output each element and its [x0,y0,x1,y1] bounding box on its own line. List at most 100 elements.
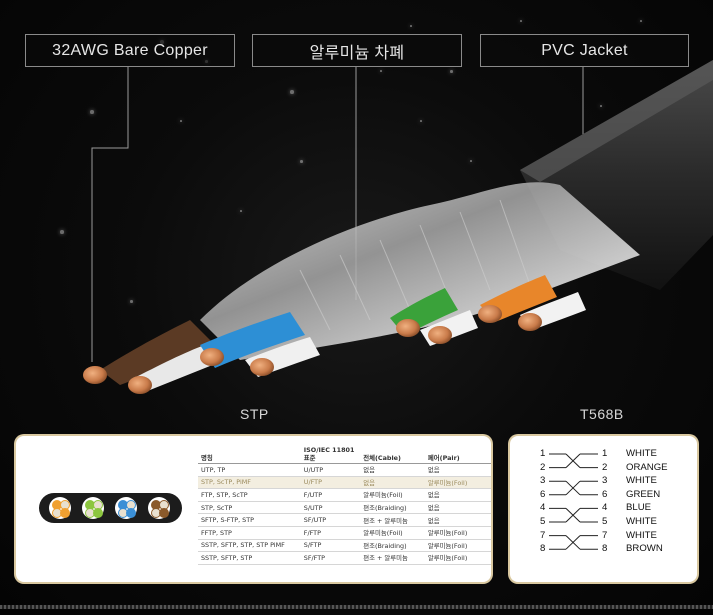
sparkle [240,210,242,212]
table-cell: U/FTP [300,476,361,490]
sparkle [290,90,294,94]
pin-left-number: 7 [540,529,546,541]
table-cell: F/UTP [300,488,361,502]
pair-icon-strip [39,493,182,523]
wire-line [565,453,581,468]
pin-color-label: WHITE [626,529,657,541]
table-cell: 알루미늄(Foil) [360,488,425,502]
sparkle [300,160,303,163]
brown-pair-icon [148,497,170,519]
table-cell: FFTP, STP [198,526,301,540]
table-cell: 없음 [424,488,491,502]
sparkle [470,160,472,162]
pin-left-number: 6 [540,488,546,500]
table-cell: SSTP, SFTP, STP, STP PiMF [198,539,301,553]
copper-leader [91,66,129,362]
pin-color-label: WHITE [626,448,657,459]
pin-right-number: 3 [602,475,608,487]
table-cell: F/FTP [300,526,361,540]
pin-color-label: WHITE [626,475,657,487]
pin-left-number: 2 [540,461,546,473]
table-cell: 알루미늄(Foil) [360,526,425,540]
table-cell: 없음 [424,463,491,477]
sparkle [410,25,412,27]
sparkle [420,120,422,122]
table-cell: 편조 + 알루미늄 [360,551,425,565]
brown-pair [100,320,215,385]
col-iso-header: ISO/IEC 11801 표준 [300,445,361,464]
pin-right-number: 2 [602,461,608,473]
table-cell: S/FTP [300,539,361,553]
bottom-rule [0,605,713,609]
table-cell: 알루미늄(Foil) [424,539,491,553]
sparkle [520,20,522,22]
table-cell: STP, ScTP, PiMF [198,476,301,490]
t568b-caption: T568B [580,406,624,422]
table-cell: U/UTP [300,463,361,477]
table-cell: SSTP, SFTP, STP [198,551,301,565]
table-cell: S/UTP [300,501,361,515]
pin-color-label: ORANGE [626,461,668,473]
pin-right-number: 4 [602,502,608,514]
cable-types-table: 명칭 ISO/IEC 11801 표준 전체(Cable) 페어(Pair) U… [198,445,491,565]
table-header-row: 명칭 ISO/IEC 11801 표준 전체(Cable) 페어(Pair) [198,445,491,464]
wire-line [565,480,581,496]
wire-dot [159,508,169,518]
sparkle [90,110,94,114]
table-cell: UTP, TP [198,463,301,477]
table-cell: 없음 [360,463,425,477]
pin-color-label: WHITE [626,516,657,527]
pin-left-number: 4 [540,502,546,514]
table-cell: 편조(Braiding) [360,539,425,553]
cable-types-panel: 명칭 ISO/IEC 11801 표준 전체(Cable) 페어(Pair) U… [16,436,491,582]
pin-left-number: 3 [540,475,546,487]
copper-core [83,366,107,384]
pin-right-number: 1 [602,448,608,459]
sparkle [180,120,182,122]
wire-dot [126,508,136,518]
wiring-diagram [549,453,598,550]
wire-dot [93,508,103,518]
table-cell: 알루미늄(Foil) [424,551,491,565]
col-name-header: 명칭 [198,445,301,464]
table-cell: 알루미늄(Foil) [424,526,491,540]
pin-right-number: 8 [602,543,608,555]
sparkle [130,300,133,303]
table-cell: 없음 [424,513,491,527]
blue-pair-icon [115,497,137,519]
wire-dot [60,508,70,518]
copper-label: 32AWG Bare Copper [25,34,235,67]
orange-pair-icon [49,497,71,519]
table-cell: SF/FTP [300,551,361,565]
table-cell: STP, ScTP [198,501,301,515]
sparkle [640,20,642,22]
blue-pair [200,312,305,368]
col-cable-header: 전체(Cable) [360,445,425,464]
table-cell: 없음 [424,501,491,515]
pin-left-number: 8 [540,543,546,555]
jacket-label: PVC Jacket [480,34,689,67]
col-pair-header: 페어(Pair) [424,445,491,464]
table-cell: SF/UTP [300,513,361,527]
wire-line [565,508,581,523]
sparkle [380,70,382,72]
pin-right-number: 6 [602,488,608,500]
table-cell: 알루미늄(Foil) [424,476,491,490]
table-cell: SFTP, S-FTP, STP [198,513,301,527]
table-cell: 편조(Braiding) [360,501,425,515]
pin-left-number: 1 [540,448,546,459]
wire-line [565,535,581,550]
pin-color-label: BLUE [626,502,652,514]
pin-color-label: GREEN [626,488,661,500]
